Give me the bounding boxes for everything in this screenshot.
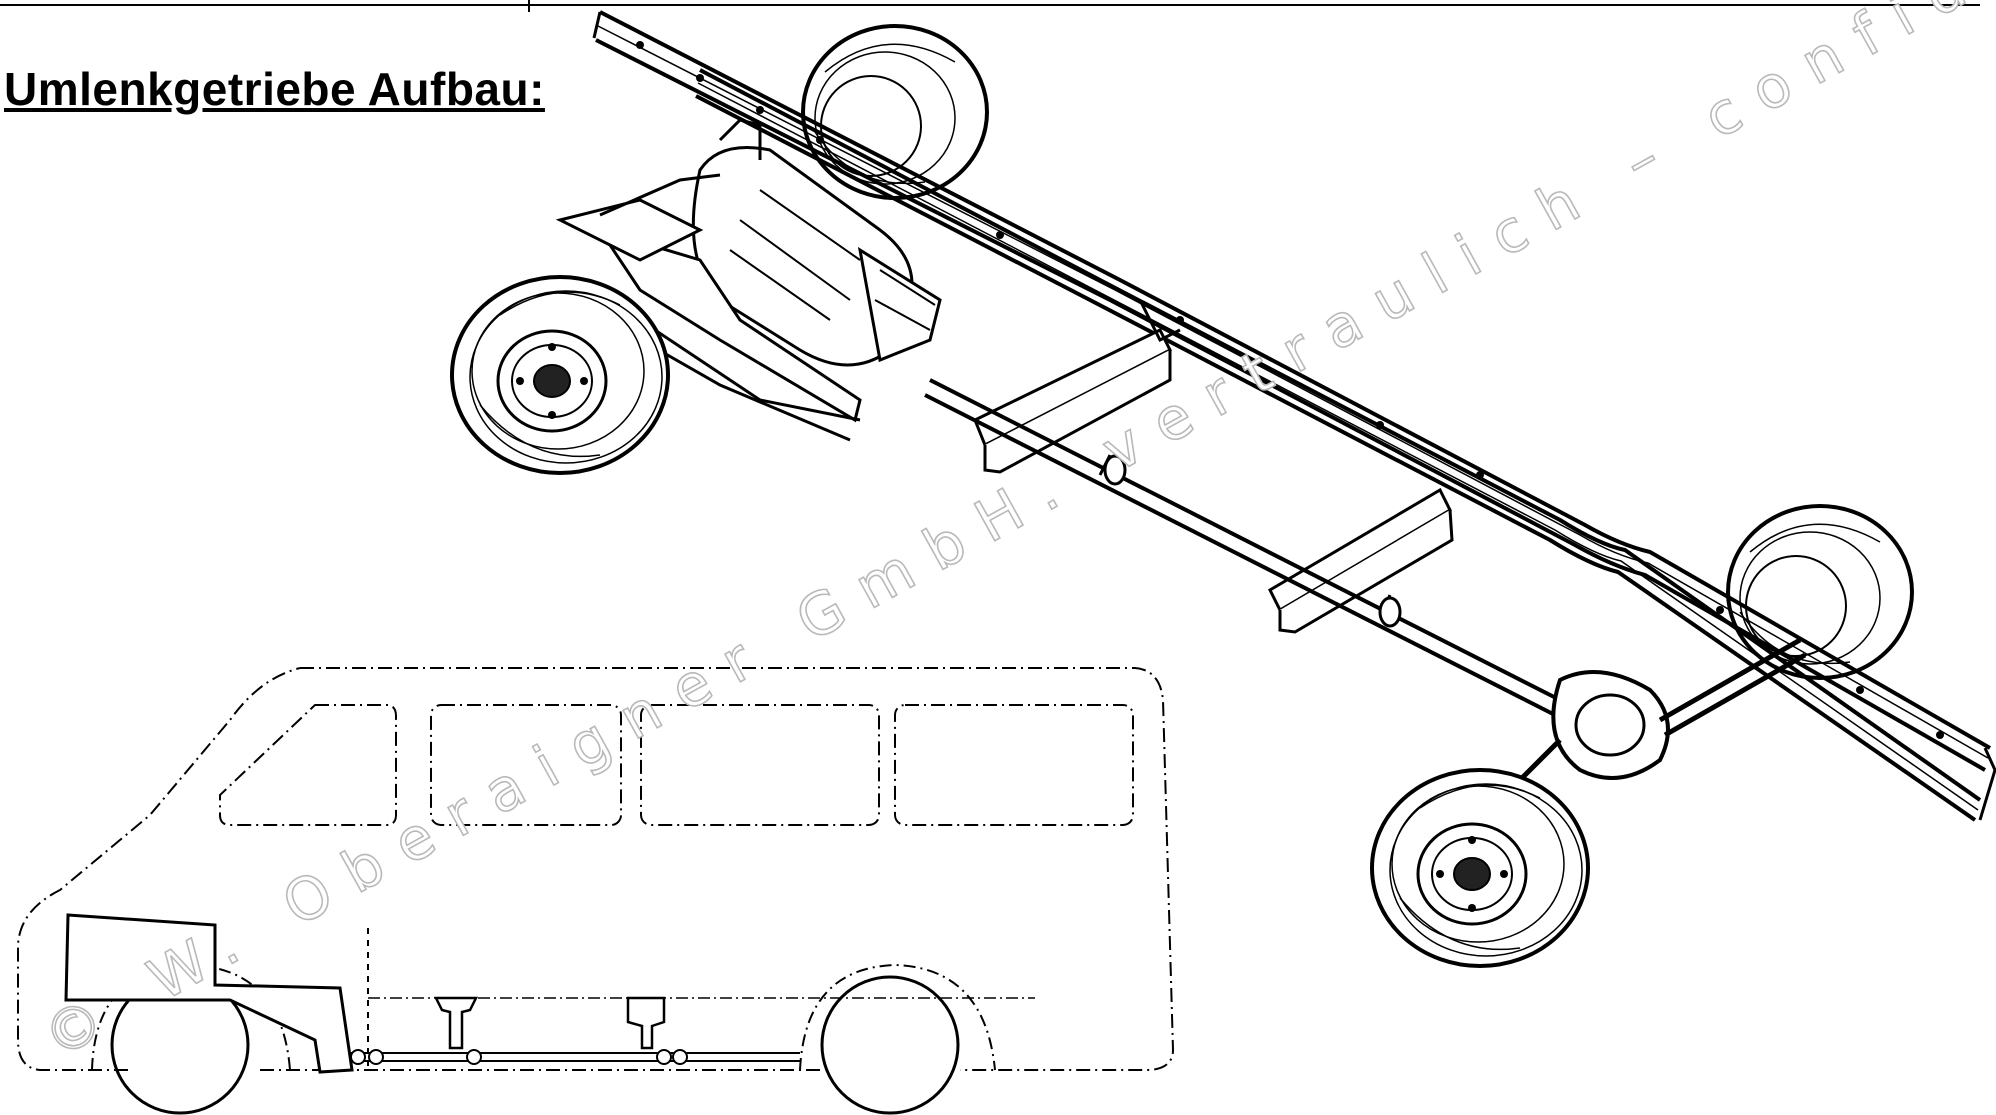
rear-differential [1516, 637, 1807, 802]
van-outline [17, 667, 1175, 1115]
window-4 [894, 704, 1134, 826]
van-rear-wheel [820, 975, 960, 1115]
header-rule-divider [528, 0, 530, 12]
propeller-shaft [924, 378, 1561, 717]
header-rule [0, 4, 1980, 6]
frame-rails [592, 10, 1996, 822]
window-2 [430, 704, 622, 826]
confidential-watermark: © W. Oberaigner GmbH. vertraulich – conf… [32, 0, 1996, 1072]
front-left-wheel [450, 275, 670, 475]
drive-shaft [350, 1052, 800, 1062]
window-3 [640, 704, 880, 826]
front-right-wheel [1370, 768, 1590, 968]
chassis-drawing [450, 10, 1996, 968]
section-heading: Umlenkgetriebe Aufbau: [4, 63, 545, 115]
window-front [219, 704, 397, 826]
transmission-housing [555, 146, 942, 423]
